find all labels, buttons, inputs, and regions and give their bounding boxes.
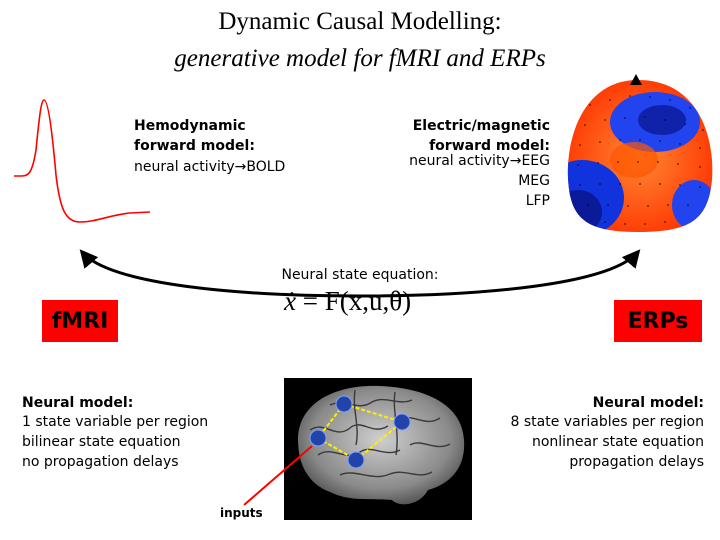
neural-state-label: Neural state equation: <box>281 267 439 283</box>
fmri-line1: 1 state variable per region <box>22 414 209 430</box>
fmri-model-details: 1 state variable per region bilinear sta… <box>22 412 208 472</box>
electric-heading-line1: Electric/magnetic <box>412 118 550 134</box>
electric-heading-line2: forward model: <box>429 138 550 154</box>
title-line2: generative model for fMRI and ERPs <box>174 45 546 72</box>
equation-rhs: = F(x,u,θ) <box>302 286 412 316</box>
brain-node-3 <box>309 429 327 447</box>
title-line1: Dynamic Causal Modelling: <box>218 8 502 35</box>
fmri-label: fMRI <box>51 308 109 334</box>
electric-line1: neural activity→EEG <box>409 153 550 169</box>
hemodynamic-heading-line1: Hemodynamic <box>134 118 246 134</box>
inputs-label: inputs <box>220 506 263 520</box>
brain-node-2 <box>393 413 411 431</box>
brain-image <box>284 378 472 520</box>
fmri-box: fMRI <box>42 300 118 342</box>
nose-marker-icon <box>630 74 642 85</box>
fmri-model-heading: Neural model: <box>22 395 134 411</box>
brain-node-4 <box>347 451 365 469</box>
brain-node-1 <box>335 395 353 413</box>
hemodynamic-heading-line2: forward model: <box>134 138 255 154</box>
erp-label: ERPs <box>627 308 689 334</box>
equation-lhs: ẋ <box>284 286 296 316</box>
electric-heading: Electric/magnetic forward model: <box>413 116 550 156</box>
hemodynamic-heading: Hemodynamic forward model: <box>134 116 255 156</box>
electric-modalities: neural activity→EEG MEG LFP <box>409 151 550 211</box>
input-arrow <box>243 445 313 506</box>
erp-model-heading: Neural model: <box>592 395 704 411</box>
arrow-to-erp <box>359 249 641 298</box>
bold-response-curve <box>14 99 151 223</box>
erp-box: ERPs <box>614 300 702 342</box>
fmri-line3: no propagation delays <box>22 454 179 470</box>
fmri-line2: bilinear state equation <box>22 434 181 450</box>
neural-state-equation: ẋ = F(x,u,θ) <box>284 286 411 317</box>
arrow-to-fmri <box>79 249 361 298</box>
eeg-topography-map <box>567 80 713 232</box>
erp-line1: 8 state variables per region <box>510 414 704 430</box>
erp-line3: propagation delays <box>569 454 704 470</box>
electric-line3: LFP <box>525 193 550 209</box>
erp-model-details: 8 state variables per region nonlinear s… <box>511 412 704 472</box>
electric-line2: MEG <box>518 173 550 189</box>
hemodynamic-subtitle: neural activity→BOLD <box>134 159 286 175</box>
erp-line2: nonlinear state equation <box>531 434 704 450</box>
